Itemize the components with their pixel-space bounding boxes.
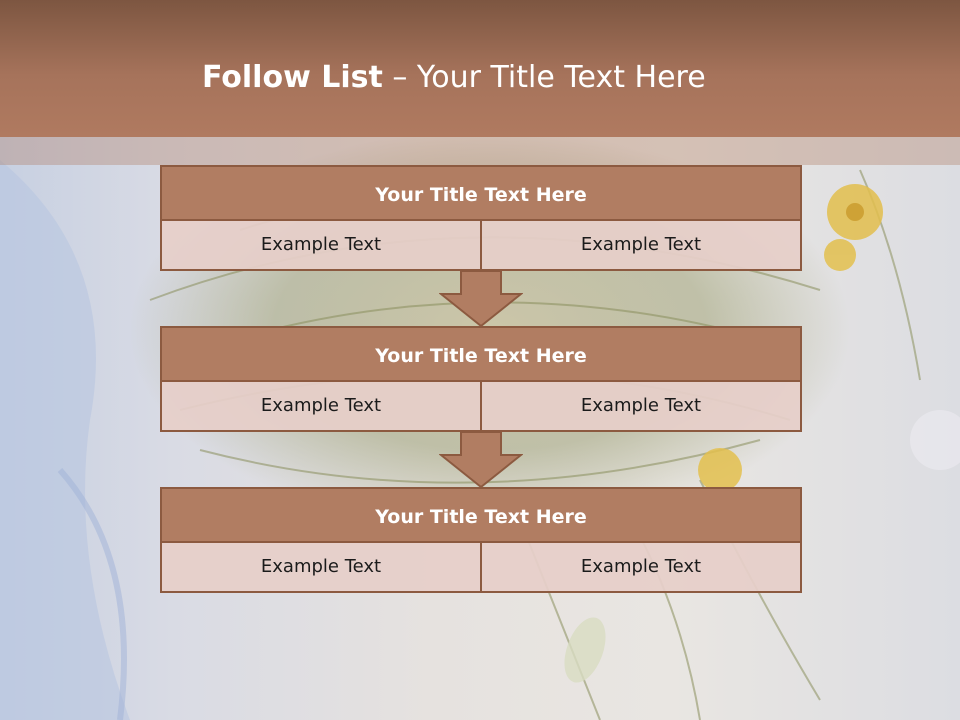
list-block-2: Your Title Text Here Example Text Exampl… bbox=[160, 326, 802, 432]
block-row: Example Text Example Text bbox=[160, 543, 802, 593]
block-row: Example Text Example Text bbox=[160, 382, 802, 432]
list-block-1: Your Title Text Here Example Text Exampl… bbox=[160, 165, 802, 271]
down-arrow-icon bbox=[439, 431, 523, 489]
block-row: Example Text Example Text bbox=[160, 221, 802, 271]
title-bar bbox=[0, 0, 960, 137]
block-cell-left: Example Text bbox=[160, 543, 482, 593]
block-title: Your Title Text Here bbox=[160, 165, 802, 221]
slide-title-rest: – Your Title Text Here bbox=[382, 60, 706, 95]
down-arrow-icon bbox=[439, 270, 523, 328]
list-block-3: Your Title Text Here Example Text Exampl… bbox=[160, 487, 802, 593]
block-cell-left: Example Text bbox=[160, 221, 482, 271]
slide-title: Follow List – Your Title Text Here bbox=[202, 56, 706, 100]
block-cell-right: Example Text bbox=[482, 543, 802, 593]
block-title: Your Title Text Here bbox=[160, 487, 802, 543]
block-cell-left: Example Text bbox=[160, 382, 482, 432]
block-title: Your Title Text Here bbox=[160, 326, 802, 382]
block-cell-right: Example Text bbox=[482, 382, 802, 432]
title-bar-shadow-band bbox=[0, 137, 960, 165]
block-cell-right: Example Text bbox=[482, 221, 802, 271]
slide-title-bold: Follow List bbox=[202, 60, 383, 95]
